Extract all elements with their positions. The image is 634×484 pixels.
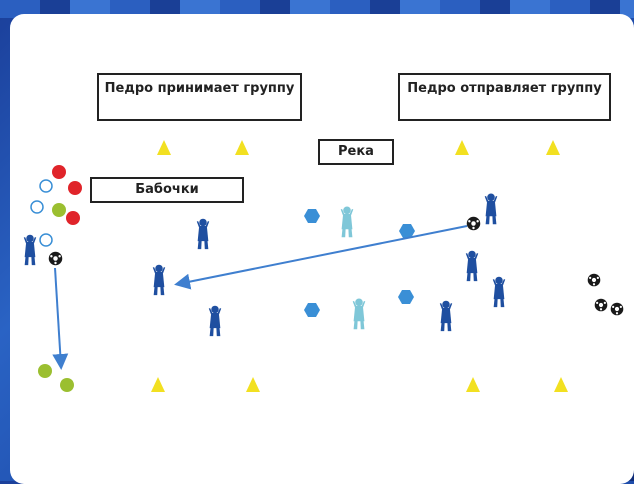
player-figure — [23, 234, 37, 266]
ball-black — [594, 298, 608, 312]
ball-green — [38, 364, 52, 378]
player-figure — [465, 250, 479, 282]
ball-white-outline — [39, 233, 53, 247]
cone-bottom-4 — [554, 377, 568, 392]
player-figure-light — [340, 206, 354, 238]
disc-marker — [398, 290, 414, 304]
player-figure-light — [352, 298, 366, 330]
cone-top-2 — [235, 140, 249, 155]
label-pedro-sends: Педро отправляет группу — [398, 73, 611, 121]
ball-black — [587, 273, 601, 287]
disc-marker — [304, 303, 320, 317]
cone-top-4 — [546, 140, 560, 155]
ball-red — [66, 211, 80, 225]
ball-black — [48, 251, 63, 266]
cone-bottom-1 — [151, 377, 165, 392]
player-figure — [208, 305, 222, 337]
player-figure — [152, 264, 166, 296]
background-strip — [0, 0, 634, 18]
disc-marker — [399, 224, 415, 238]
player-figure — [492, 276, 506, 308]
label-pedro-receives: Педро принимает группу — [97, 73, 302, 121]
pass-arrow-across — [174, 225, 468, 290]
ball-white-outline — [30, 200, 44, 214]
cone-top-3 — [455, 140, 469, 155]
ball-green — [60, 378, 74, 392]
cone-bottom-3 — [466, 377, 480, 392]
player-figure — [439, 300, 453, 332]
player-figure — [196, 218, 210, 250]
ball-green — [52, 203, 66, 217]
pass-arrow-vertical — [52, 267, 69, 370]
disc-marker — [304, 209, 320, 223]
ball-black — [610, 302, 624, 316]
ball-red — [52, 165, 66, 179]
player-figure — [484, 193, 498, 225]
cone-bottom-2 — [246, 377, 260, 392]
label-butterflies: Бабочки — [90, 177, 244, 203]
cone-top-1 — [157, 140, 171, 155]
ball-black — [466, 216, 481, 231]
ball-red — [68, 181, 82, 195]
ball-white-outline — [39, 179, 53, 193]
label-river: Река — [318, 139, 394, 165]
